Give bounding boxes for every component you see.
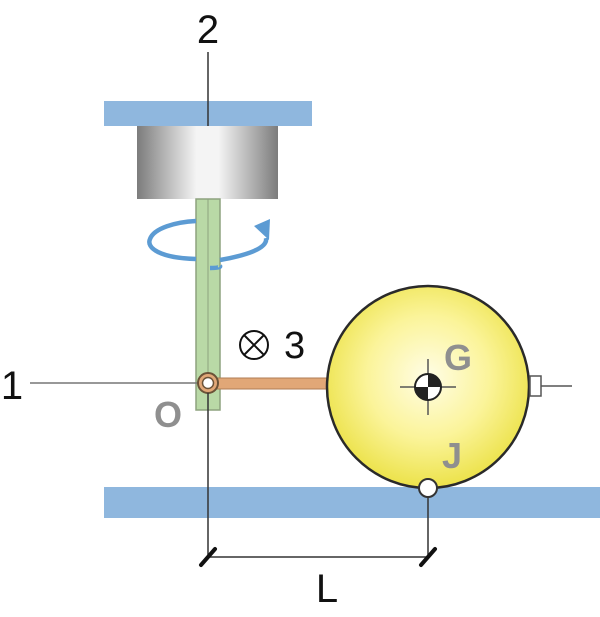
axis-into-page-icon — [239, 330, 269, 360]
dimension-tick-left — [199, 547, 217, 567]
label-1: 1 — [1, 364, 23, 408]
label-G: G — [444, 337, 472, 378]
disk-axle-stub — [529, 375, 542, 397]
connecting-arm — [207, 377, 331, 390]
label-O: O — [154, 394, 182, 435]
center-of-mass-icon — [400, 359, 456, 415]
label-3: 3 — [284, 325, 305, 367]
rotation-arrow-icon — [147, 218, 270, 271]
label-2: 2 — [197, 8, 219, 52]
dimension-tick-right — [419, 547, 437, 567]
contact-point — [418, 478, 438, 498]
motor-body — [137, 126, 278, 199]
label-L: L — [316, 567, 338, 611]
pivot-pin — [201, 376, 215, 390]
label-J: J — [442, 435, 462, 476]
ground-beam — [104, 487, 600, 518]
